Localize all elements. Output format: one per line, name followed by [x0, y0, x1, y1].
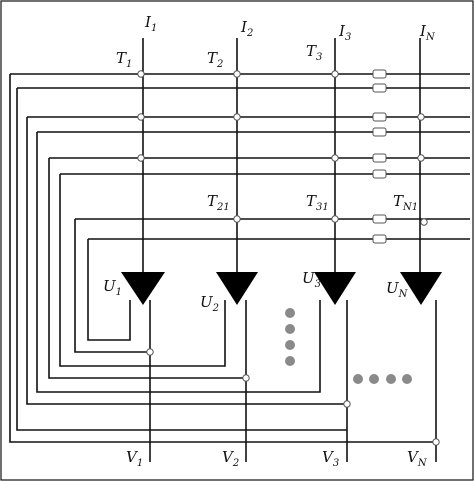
tap-label-31: T31: [306, 192, 329, 213]
input-label-2: I2: [240, 18, 253, 39]
column-wires: [142, 38, 437, 462]
junction-node: [417, 113, 425, 121]
junction-node: [417, 154, 425, 162]
unit-label-n: UN: [386, 279, 409, 300]
ellipsis-dot: [402, 374, 412, 384]
junction-node: [233, 70, 241, 78]
tap-label-3: T3: [306, 42, 322, 63]
unit-n-symbol: [400, 272, 442, 305]
coupling-box: [372, 112, 387, 122]
input-label-3: I3: [338, 22, 351, 43]
junction-node: [137, 113, 145, 121]
units: [121, 272, 442, 305]
top-tap-labels: T1 T2 T3: [116, 42, 322, 70]
coupling-box: [372, 153, 387, 163]
ellipsis-dot: [353, 374, 363, 384]
output-label-n: VN: [407, 448, 428, 469]
coupling-box: [372, 127, 387, 137]
junction-node: [331, 215, 339, 223]
loop-5: [48, 158, 246, 379]
loop-6: [59, 174, 226, 367]
loop-3: [26, 117, 347, 405]
junction-node: [137, 70, 145, 78]
loop-7: [74, 219, 150, 353]
lower-tap-labels: T21 T31 TN1: [207, 192, 418, 213]
output-label-3: V3: [322, 448, 339, 469]
bus-lines: [10, 73, 470, 240]
ellipsis-dot: [285, 308, 295, 318]
unit-1-symbol: [121, 272, 165, 305]
vertical-ellipsis: [285, 308, 295, 366]
input-label-n: IN: [419, 22, 436, 43]
input-label-1: I1: [144, 13, 157, 34]
ellipsis-dot: [369, 374, 379, 384]
junction-nodes: [137, 70, 440, 446]
input-labels: I1 I2 I3 IN: [144, 13, 436, 43]
unit-2-symbol: [216, 272, 258, 305]
loop-1: [9, 74, 436, 443]
horizontal-ellipsis: [353, 374, 412, 384]
ellipsis-dot: [285, 356, 295, 366]
junction-node: [242, 374, 250, 382]
coupling-box: [372, 169, 387, 179]
ellipsis-dot: [285, 324, 295, 334]
coupling-box: [372, 83, 387, 93]
coupling-elements: [372, 69, 387, 244]
feedback-loops: [9, 74, 436, 443]
coupling-box: [372, 214, 387, 224]
junction-node: [343, 400, 351, 408]
loop-4: [36, 132, 321, 393]
junction-node: [137, 154, 145, 162]
ellipsis-dot: [285, 340, 295, 350]
junction-node: [331, 154, 339, 162]
junction-node: [233, 113, 241, 121]
unit-labels: U1 U2 U3 UN: [103, 269, 409, 314]
tap-label-n1: TN1: [393, 192, 418, 213]
tap-label-1: T1: [116, 49, 132, 70]
junction-node: [432, 438, 440, 446]
junction-node: [233, 215, 241, 223]
coupling-box: [372, 69, 387, 79]
loop-2: [16, 88, 347, 431]
output-label-2: V2: [222, 448, 239, 469]
unit-3-symbol: [314, 272, 356, 305]
tap-label-21: T21: [207, 192, 230, 213]
output-labels: V1 V2 V3 VN: [126, 448, 428, 469]
ellipsis-dot: [386, 374, 396, 384]
loop-8: [87, 239, 131, 341]
junction-node: [420, 218, 428, 226]
tap-label-2: T2: [207, 49, 223, 70]
unit-label-2: U2: [200, 293, 219, 314]
junction-node: [331, 70, 339, 78]
junction-node: [146, 348, 154, 356]
unit-label-3: U3: [302, 269, 321, 290]
output-label-1: V1: [126, 448, 143, 469]
unit-label-1: U1: [103, 277, 122, 298]
coupling-box: [372, 234, 387, 244]
